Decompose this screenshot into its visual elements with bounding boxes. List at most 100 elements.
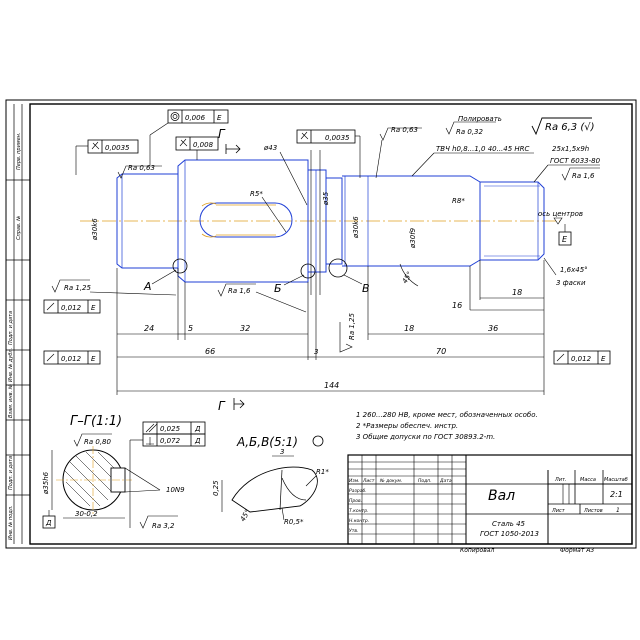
- dim-r8: R8*: [452, 197, 465, 205]
- section-tol-datum-1: Д: [194, 425, 201, 433]
- tol-0035-right: 0,0035: [325, 134, 350, 142]
- tb-format: Формат A3: [560, 547, 594, 554]
- dimension-lines: [116, 260, 545, 395]
- label-center-axis: ось центров: [538, 210, 583, 218]
- datum-frames: 0,012 Е 0,012 Е 0,012 Е: [43, 299, 611, 365]
- dim-66: 66: [205, 347, 215, 356]
- side-label-4: Инв. № дубл.: [8, 348, 14, 382]
- title-block: Изм. Лист № докум. Подп. Дата Разраб. Пр…: [347, 454, 633, 545]
- tb-person-5: Утв.: [349, 528, 358, 534]
- label-chamfer: 1,6x45°: [560, 266, 588, 274]
- keyway-slot: [199, 202, 293, 238]
- detail-title: А,Б,В(5:1): [236, 435, 298, 449]
- tol-0008: 0,008: [193, 141, 214, 149]
- dim-d30f9: ø30f9: [409, 227, 417, 249]
- detail-r1: R1*: [316, 468, 329, 476]
- ra-16-mid: Ra 1,6: [228, 287, 251, 295]
- tb-row-date: Дата: [439, 478, 452, 484]
- section-gg: Г–Г(1:1) Ra 0,80 ø35h6 0,025 0,072 Д Д 1…: [42, 414, 206, 530]
- tb-row-izm: Изм.: [349, 478, 360, 484]
- dim-36: 36: [488, 324, 498, 333]
- tb-person-2: Пров.: [349, 498, 362, 504]
- section-ra32: Ra 3,2: [152, 522, 175, 530]
- label-v: В: [362, 282, 370, 295]
- side-label-2: Справ. №: [16, 216, 22, 240]
- section-d35h6: ø35h6: [42, 471, 50, 495]
- section-10n9: 10N9: [166, 486, 185, 494]
- tb-sheets-val: 1: [616, 507, 620, 514]
- tol-0012-right-datum: Е: [601, 355, 606, 363]
- shaft-seal-section: [342, 175, 481, 267]
- side-label-5: Взам. инв. №: [8, 384, 14, 418]
- tb-scale-val: 2:1: [610, 490, 623, 499]
- sheet-inner-frame: [29, 103, 633, 545]
- tol-0006-datum: Е: [217, 114, 222, 122]
- dim-d35: ø35: [322, 191, 330, 206]
- side-label-3: Подп. и дата: [8, 311, 14, 345]
- ra-063-left: Ra 0,63: [128, 164, 155, 172]
- tb-copied: Копировал: [460, 547, 494, 554]
- label-hardening: ТВЧ h0,8...1,0 40...45 HRC: [436, 145, 530, 153]
- tb-row-doc: № докум.: [379, 478, 402, 484]
- tol-0006: 0,006: [185, 114, 206, 122]
- tb-row-podp: Подп.: [418, 478, 432, 484]
- label-polish: Полировать: [458, 115, 502, 123]
- dim-d30k6-left: ø30k6: [91, 218, 99, 241]
- detail-dim-3: 3: [280, 448, 284, 456]
- detail-circle-b: [300, 263, 316, 279]
- dim-18b: 18: [512, 288, 522, 297]
- section-mark-g-bottom: Г: [218, 399, 226, 413]
- tb-sheets: Листов: [583, 508, 603, 514]
- note-2: 2 *Размеры обеспеч. инстр.: [356, 422, 458, 430]
- tol-0012-upper-datum: Е: [91, 304, 96, 312]
- shaft-right-journal: [326, 177, 343, 265]
- section-ra080: Ra 0,80: [84, 438, 112, 446]
- dim-144: 144: [324, 381, 339, 390]
- side-label-1: Перв. примен.: [16, 132, 22, 170]
- dim-24: 24: [144, 324, 154, 333]
- side-strip: Перв. примен. Справ. № Подп. и дата Инв.…: [6, 104, 30, 544]
- tb-person-4: Н.контр.: [349, 518, 369, 524]
- tb-person-1: Разраб.: [349, 488, 367, 494]
- roughness-main: Ra 6,3 (√): [545, 122, 595, 133]
- label-b: Б: [274, 282, 282, 295]
- tol-0035-left: 0,0035: [105, 144, 130, 152]
- detail-circle-a: [172, 258, 188, 274]
- tol-0012-left: 0,012: [61, 355, 82, 363]
- section-tol-0025: 0,025: [160, 425, 181, 433]
- ra-125-mid: Ra 1,25: [348, 312, 356, 340]
- label-a: А: [143, 280, 152, 293]
- dim-16: 16: [452, 301, 462, 310]
- tol-0012-right: 0,012: [571, 355, 592, 363]
- tb-lit: Лит.: [554, 477, 567, 483]
- tol-0012-upper: 0,012: [61, 304, 82, 312]
- tb-row-list: Лист: [362, 478, 375, 484]
- tolerance-frames-top: 0,006 Е 0,008 0,0035 0,0035: [75, 109, 361, 178]
- section-gg-title: Г–Г(1:1): [70, 414, 122, 429]
- tb-scale: Масштаб: [604, 477, 628, 483]
- detail-r05: R0,5*: [284, 518, 304, 526]
- ra-16-thread: Ra 1,6: [572, 172, 595, 180]
- detail-d025: 0,25: [212, 480, 220, 496]
- tb-material-1: Сталь 45: [492, 520, 526, 528]
- section-datum-d: Д: [45, 519, 52, 527]
- tb-part-name: Вал: [488, 488, 515, 504]
- detail-view: А,Б,В(5:1) 3 R1* R0,5* 0,25 45°: [212, 435, 329, 526]
- dim-3: 3: [314, 348, 318, 356]
- section-tol-datum-2: Д: [194, 437, 201, 445]
- label-chamfers-3: 3 фаски: [556, 279, 586, 287]
- dim-r5: R5*: [250, 190, 263, 198]
- datum-e-axis: Е: [562, 235, 568, 244]
- ra-032: Ra 0,32: [456, 128, 484, 136]
- technical-notes: 1 260...280 HB, кроме мест, обозначенных…: [356, 411, 538, 441]
- tb-mass: Масса: [580, 477, 596, 483]
- dim-45deg: 45°: [401, 270, 414, 285]
- dim-5: 5: [188, 324, 193, 333]
- section-mark-g-top: Г: [218, 127, 226, 141]
- dim-70: 70: [436, 347, 446, 356]
- ra-125-left: Ra 1,25: [64, 284, 92, 292]
- section-tol-0072: 0,072: [160, 437, 181, 445]
- dim-18a: 18: [404, 324, 414, 333]
- tb-sheet: Лист: [551, 508, 566, 514]
